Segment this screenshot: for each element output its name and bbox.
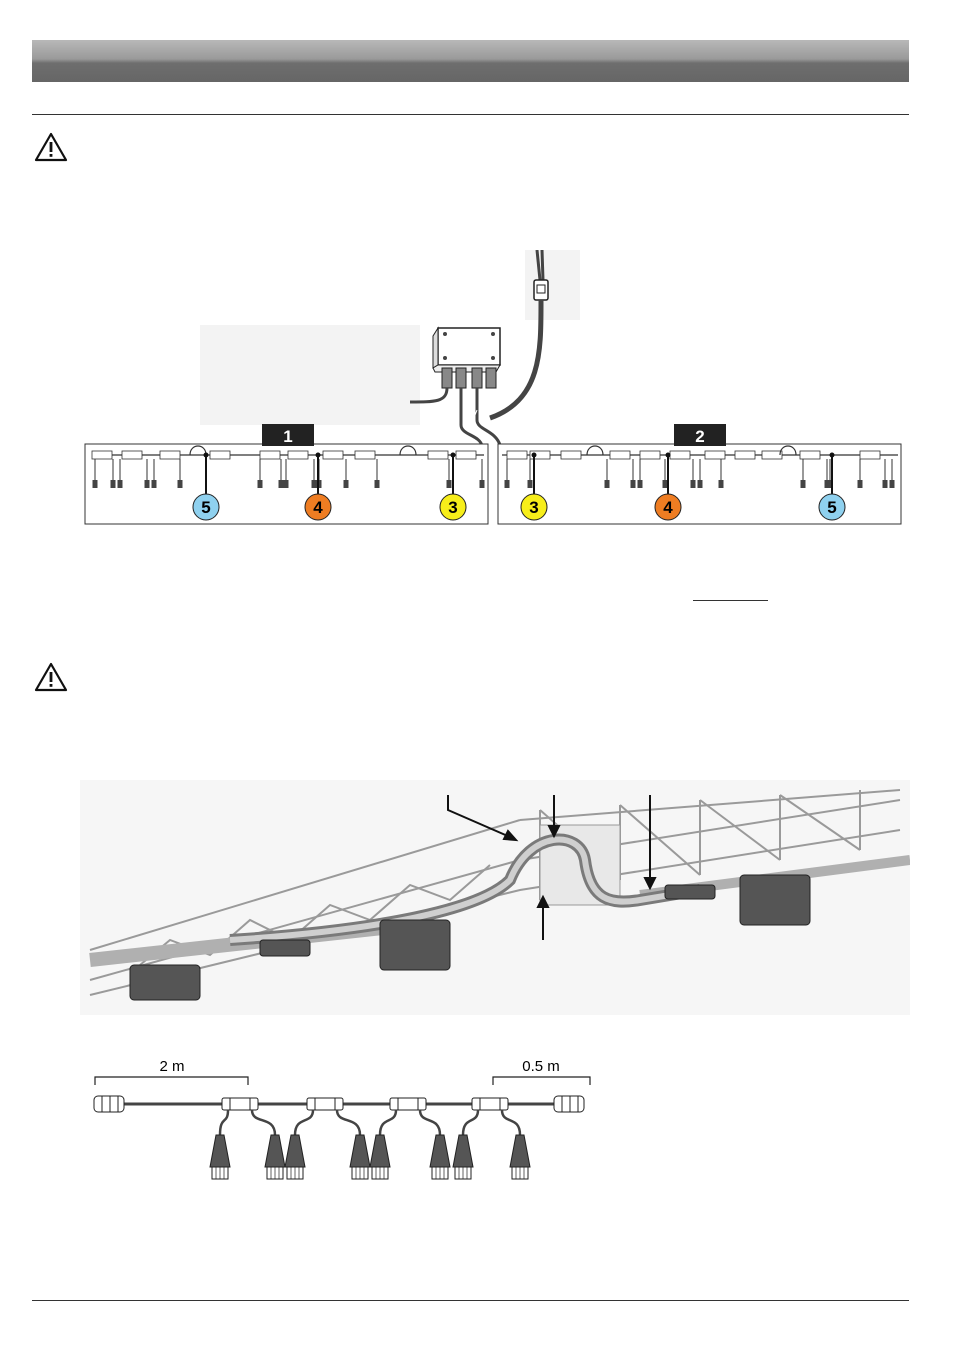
boom-2-label: 2 [695, 427, 704, 446]
power-plug [489, 250, 549, 421]
diagram-background [200, 325, 420, 425]
group-marker-right-3: 3 [520, 493, 548, 521]
harness-left [91, 445, 485, 494]
group-marker-left-3: 3 [439, 493, 467, 521]
boom-1-label: 1 [283, 427, 292, 446]
svg-text:3: 3 [448, 498, 457, 517]
group-marker-right-5: 5 [818, 493, 846, 521]
dimension-2m [94, 1076, 249, 1085]
end-connector-left [93, 1095, 125, 1113]
warning-triangle-icon [34, 132, 68, 162]
wiring-diagram: 1 2 5 4 3 3 4 5 [84, 250, 902, 525]
cable-harness-diagram: 2 m 0.5 m [93, 1058, 591, 1180]
svg-text:5: 5 [201, 498, 210, 517]
top-divider [32, 114, 909, 115]
svg-text:4: 4 [663, 498, 673, 517]
boom-2-label-box [674, 424, 726, 446]
svg-text:3: 3 [529, 498, 538, 517]
control-box [432, 326, 501, 389]
boom-1-label-box [262, 424, 314, 446]
dimension-2m-label: 2 m [159, 1058, 184, 1075]
warning-triangle-icon [34, 662, 68, 692]
harness-right [502, 445, 898, 494]
svg-text:5: 5 [827, 498, 836, 517]
dimension-0-5m [492, 1076, 591, 1085]
svg-text:4: 4 [313, 498, 323, 517]
group-marker-right-4: 4 [654, 493, 682, 521]
end-connector-right [553, 1095, 585, 1113]
group-marker-left-5: 5 [192, 493, 220, 521]
underline-mark [693, 600, 768, 601]
boom-hose-illustration [80, 780, 910, 1015]
group-marker-left-4: 4 [304, 493, 332, 521]
dimension-0-5m-label: 0.5 m [522, 1058, 560, 1075]
bottom-divider [32, 1300, 909, 1301]
header-bar [32, 40, 909, 82]
